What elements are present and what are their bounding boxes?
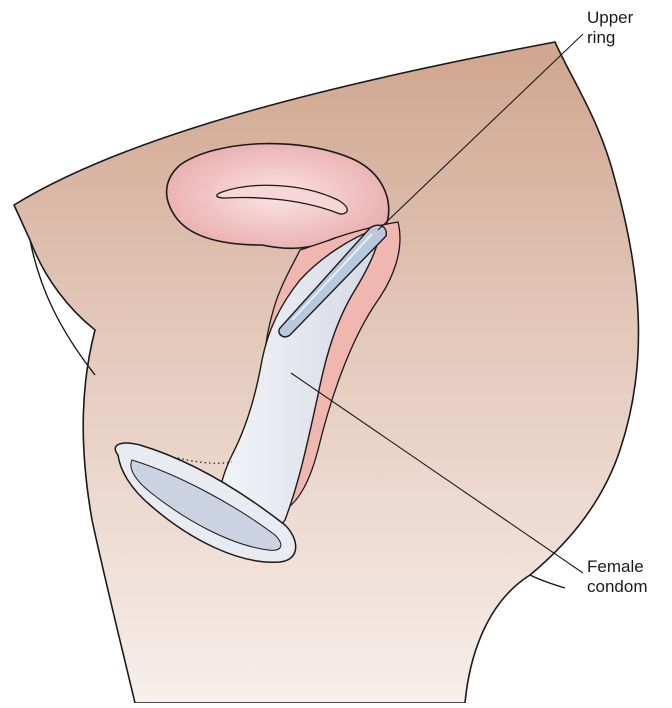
upper-ring-label: Upper ring [587,8,633,48]
female-condom-label: Female condom [587,557,647,597]
upper-ring-label-line2: ring [587,28,633,48]
female-condom-label-line1: Female [587,557,647,577]
female-condom-label-line2: condom [587,577,647,597]
upper-ring-label-line1: Upper [587,8,633,28]
thigh-fold [530,575,565,588]
